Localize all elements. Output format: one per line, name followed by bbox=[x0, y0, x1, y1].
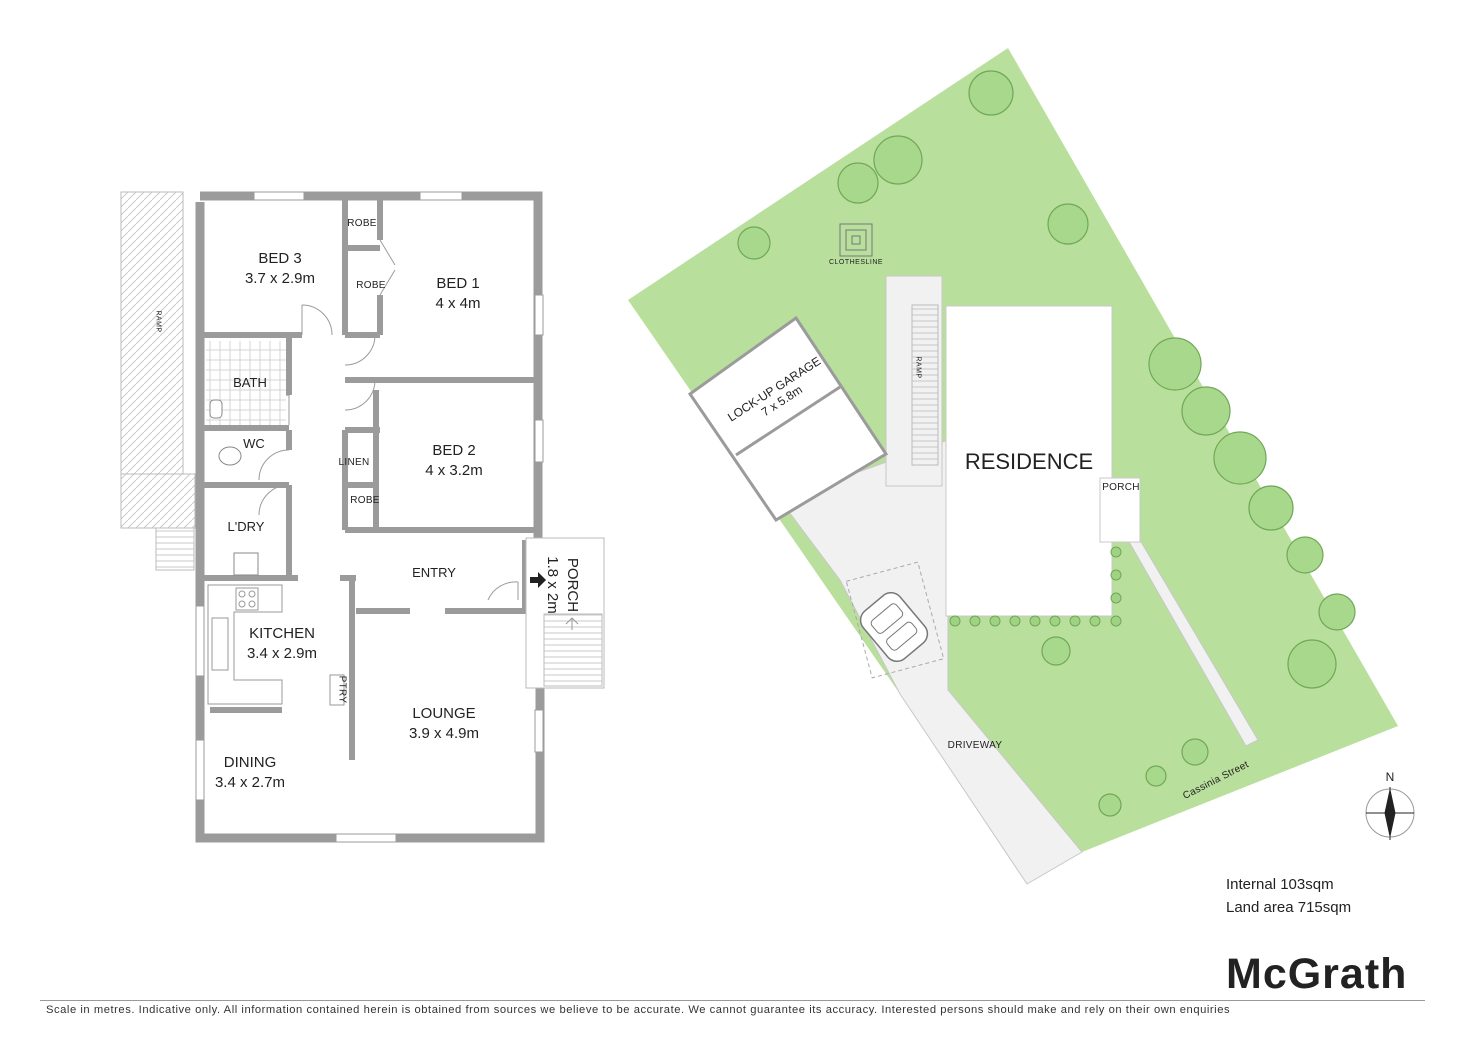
label-bath: BATH bbox=[233, 375, 267, 390]
label-driveway: DRIVEWAY bbox=[947, 740, 1003, 751]
internal-area: Internal 103sqm bbox=[1226, 876, 1334, 893]
label-robe-mid: ROBE bbox=[356, 280, 386, 291]
land-area: Land area 715sqm bbox=[1226, 899, 1352, 916]
floor-plan bbox=[120, 191, 605, 843]
ramp-landing bbox=[120, 473, 196, 529]
entry-arrow-icon bbox=[530, 572, 546, 588]
property-stats: Internal 103sqm Land area 715sqm bbox=[1226, 873, 1351, 919]
car-icon bbox=[859, 591, 929, 663]
label-north: N bbox=[1385, 770, 1395, 784]
ramp-steps bbox=[155, 527, 195, 571]
north-compass-icon bbox=[1365, 787, 1415, 840]
clothesline-icon bbox=[839, 223, 873, 257]
label-robe-bed2: ROBE bbox=[350, 495, 380, 506]
label-wc: WC bbox=[243, 436, 265, 451]
residence-footprint bbox=[945, 305, 1113, 617]
doors bbox=[258, 239, 519, 601]
label-residence: RESIDENCE bbox=[964, 449, 1094, 474]
trees bbox=[737, 70, 1356, 817]
hedge-row bbox=[949, 546, 1122, 627]
label-laundry: L'DRY bbox=[227, 519, 265, 534]
kitchen-benches bbox=[207, 584, 345, 706]
disclaimer-text: Scale in metres. Indicative only. All in… bbox=[46, 1004, 1231, 1016]
interior-walls bbox=[200, 200, 538, 760]
label-site-ramp: RAMP bbox=[914, 356, 922, 379]
wc-toilet bbox=[218, 446, 242, 466]
label-site-porch: PORCH bbox=[1102, 482, 1140, 493]
label-ramp: RAMP bbox=[154, 310, 162, 333]
laundry-tub bbox=[233, 552, 259, 576]
site-ramp bbox=[911, 304, 939, 466]
porch-steps bbox=[543, 613, 603, 687]
label-entry: ENTRY bbox=[412, 565, 456, 580]
site-porch bbox=[1099, 477, 1141, 543]
step-arrow-icon bbox=[565, 617, 579, 630]
car-bay bbox=[845, 561, 945, 679]
divider bbox=[40, 1000, 1425, 1001]
label-pantry: PTRY bbox=[336, 675, 348, 704]
label-robe-top: ROBE bbox=[347, 218, 377, 229]
brand-logo: McGrath bbox=[1226, 950, 1408, 998]
windows bbox=[195, 191, 544, 843]
basin bbox=[209, 399, 223, 419]
garage bbox=[687, 315, 889, 523]
ramp-structure bbox=[120, 191, 184, 529]
site-plan bbox=[628, 48, 1415, 885]
label-clothesline: CLOTHESLINE bbox=[828, 259, 884, 266]
label-linen: LINEN bbox=[338, 457, 370, 468]
